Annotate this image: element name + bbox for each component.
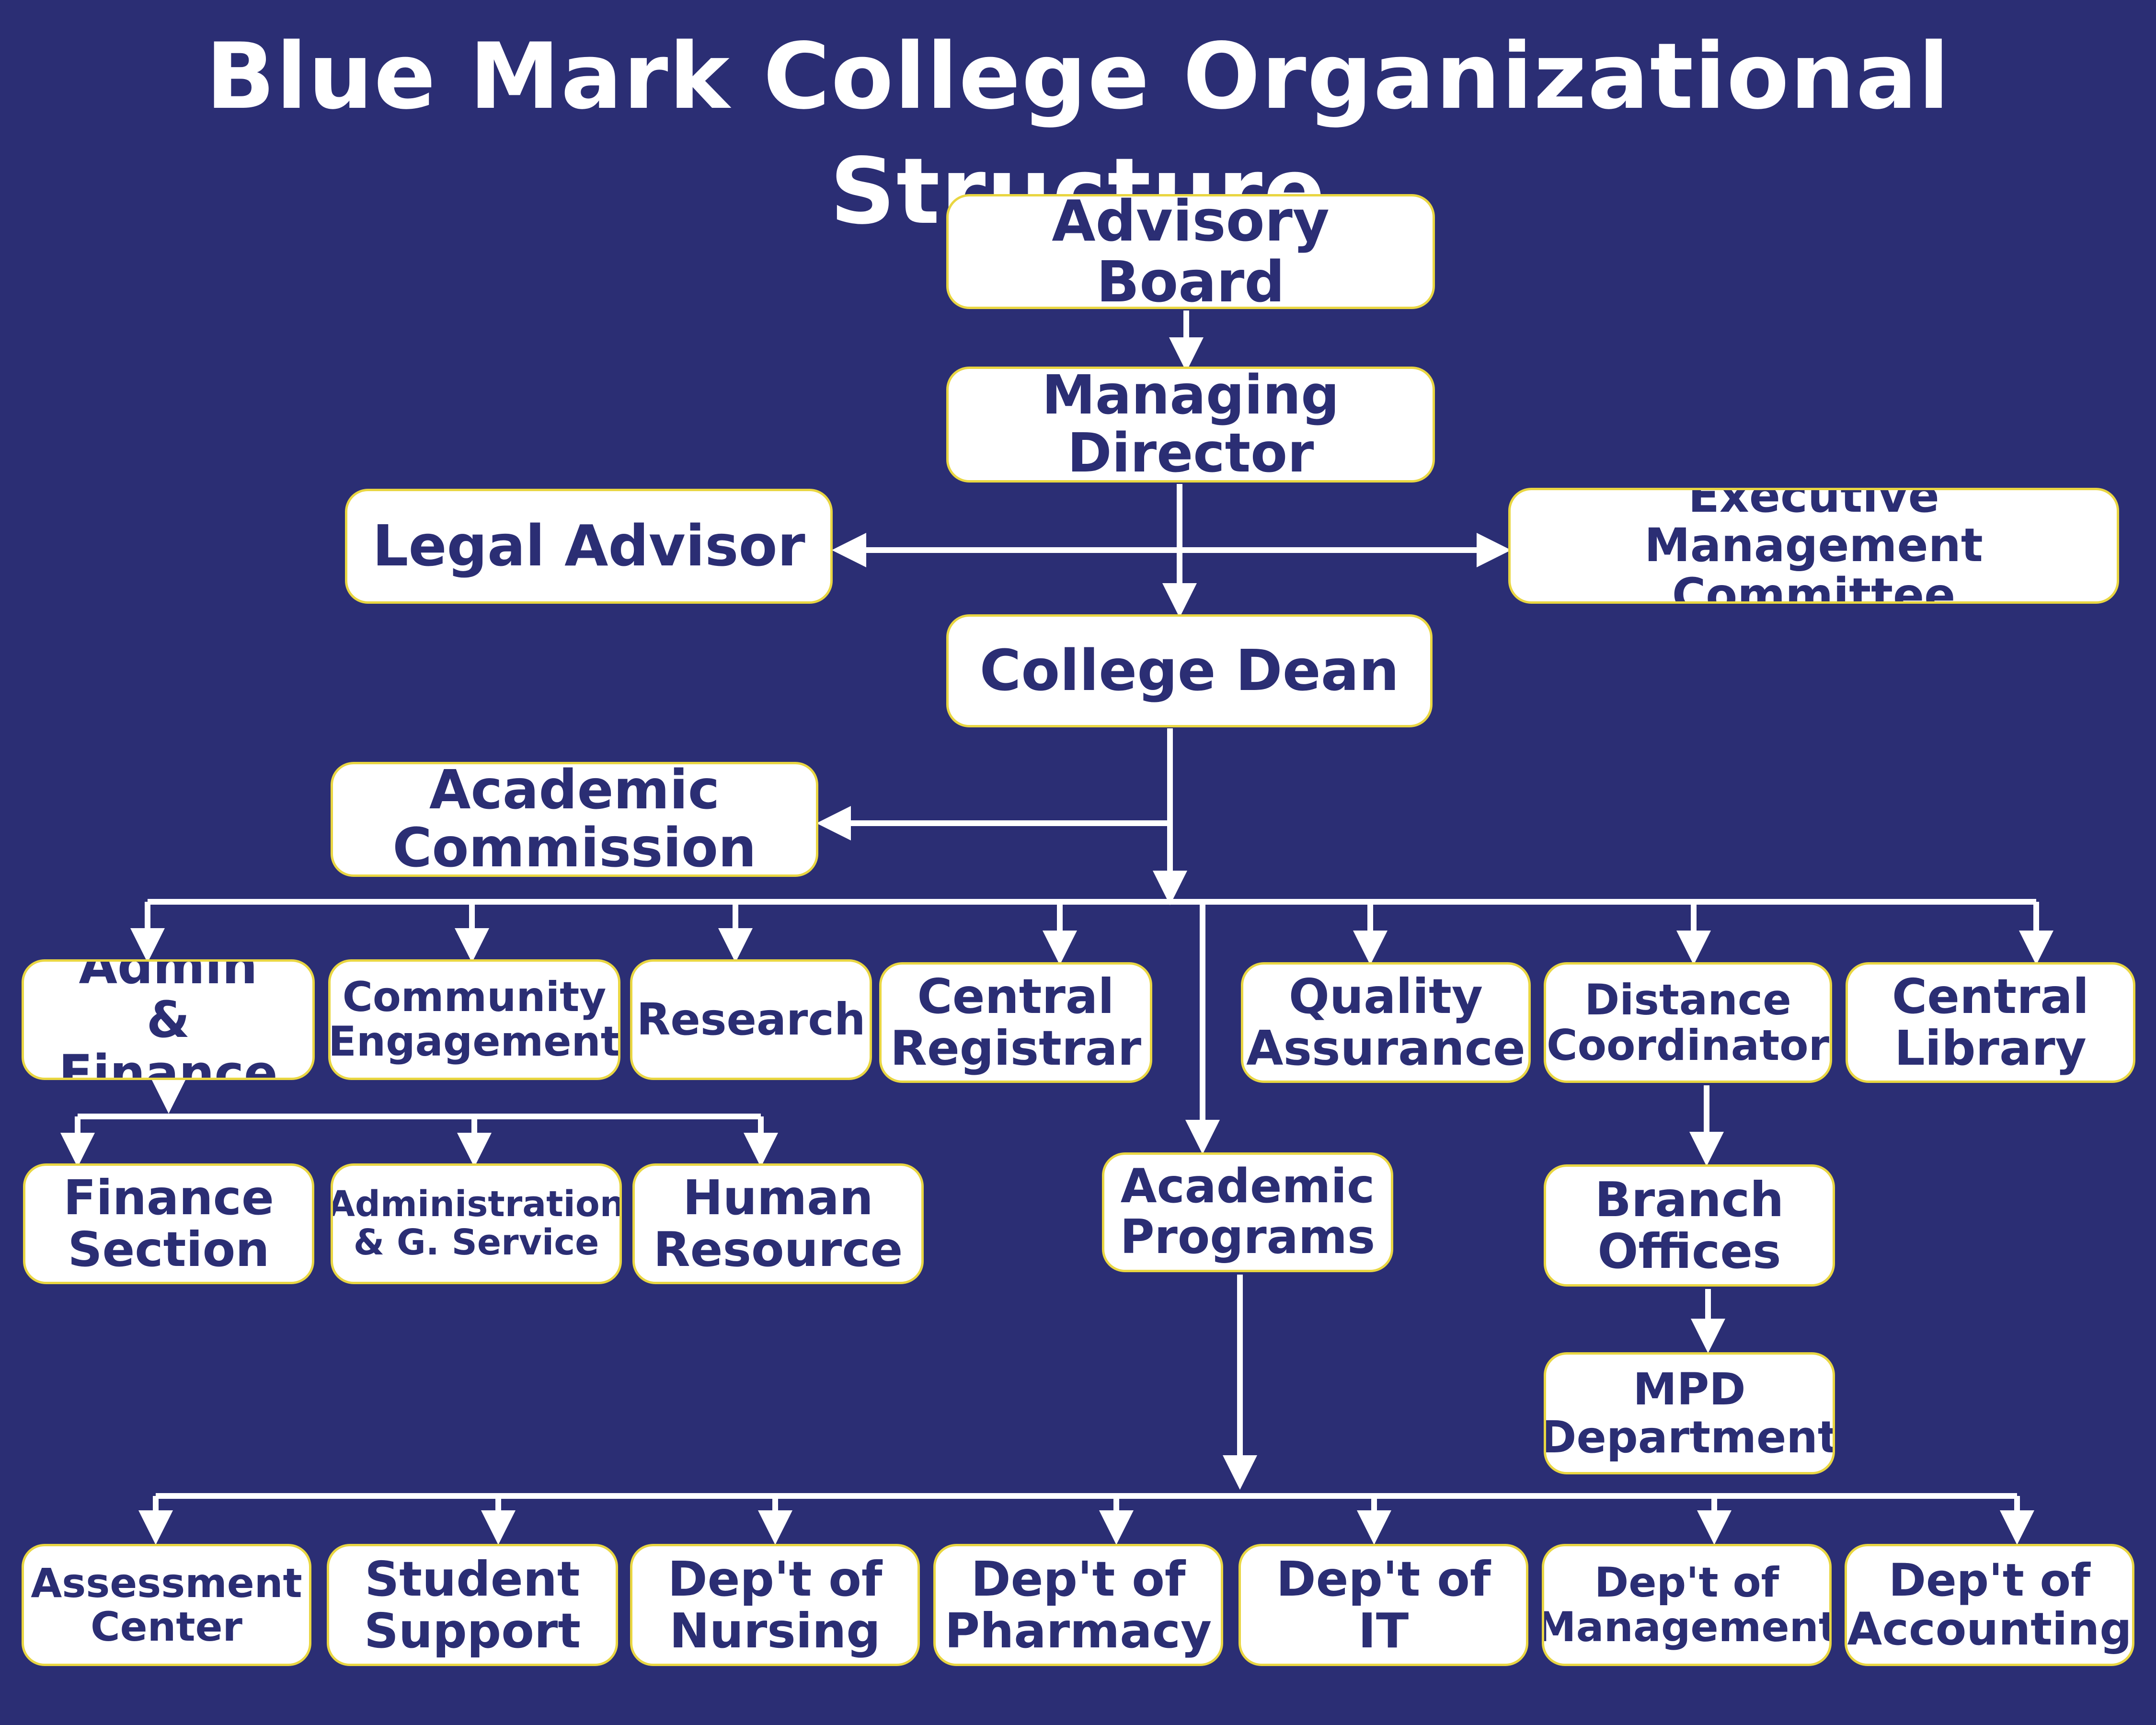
node-label: Distance Coordinator: [1547, 975, 1830, 1070]
node-label: Academic Programs: [1120, 1159, 1376, 1265]
node-label: Central Library: [1892, 968, 2089, 1076]
node-advisory-board: Advisory Board: [946, 194, 1435, 309]
node-label: Legal Advisor: [372, 513, 805, 579]
node-label: Dep't of Pharmacy: [944, 1551, 1212, 1659]
node-quality-assurance: Quality Assurance: [1241, 962, 1531, 1083]
node-label: Managing Director: [1042, 367, 1340, 483]
node-dept-accounting: Dep't of Accounting: [1845, 1544, 2134, 1666]
node-label: Academic Commission: [392, 762, 757, 877]
node-student-support: Student Support: [327, 1544, 618, 1666]
node-label: Student Support: [364, 1551, 581, 1659]
node-label: College Dean: [979, 637, 1399, 704]
node-academic-programs: Academic Programs: [1102, 1152, 1393, 1272]
node-label: Central Registrar: [890, 968, 1142, 1076]
node-label: Administration & G. Service: [331, 1184, 622, 1263]
node-branch-offices: Branch Offices: [1544, 1164, 1835, 1287]
node-community-engagement: Community Engagement: [328, 959, 620, 1080]
node-managing-director: Managing Director: [946, 367, 1435, 483]
node-label: Assessment Center: [31, 1559, 302, 1650]
node-central-library: Central Library: [1846, 962, 2135, 1083]
node-executive-management: Executive Management Committee: [1508, 488, 2119, 604]
node-label: Research: [636, 994, 866, 1046]
node-dept-pharmacy: Dep't of Pharmacy: [933, 1544, 1223, 1666]
node-legal-advisor: Legal Advisor: [345, 489, 833, 604]
node-dept-nursing: Dep't of Nursing: [630, 1544, 920, 1666]
node-label: Dep't of Accounting: [1847, 1554, 2132, 1656]
node-college-dean: College Dean: [946, 614, 1433, 727]
node-assessment-center: Assessment Center: [22, 1544, 311, 1666]
node-label: Dep't of Management: [1542, 1558, 1832, 1651]
node-label: Dep't of IT: [1276, 1551, 1491, 1659]
node-mpd-department: MPD Department: [1544, 1352, 1835, 1474]
node-label: Dep't of Nursing: [667, 1551, 883, 1659]
node-human-resource: Human Resource: [632, 1163, 924, 1284]
node-label: Quality Assurance: [1246, 968, 1525, 1076]
node-dept-it: Dep't of IT: [1239, 1544, 1528, 1666]
node-central-registrar: Central Registrar: [879, 962, 1152, 1083]
node-research: Research: [630, 959, 872, 1080]
node-label: Executive Management Committee: [1644, 488, 1983, 604]
node-label: Human Resource: [653, 1170, 903, 1277]
node-label: MPD Department: [1544, 1364, 1835, 1463]
chart-title: Blue Mark College Organizational Structu…: [206, 23, 1950, 244]
node-label: Branch Offices: [1594, 1171, 1784, 1279]
node-finance-section: Finance Section: [23, 1163, 314, 1284]
node-label: Finance Section: [63, 1170, 274, 1277]
node-label: Admin & Finance: [58, 959, 278, 1080]
node-label: Community Engagement: [328, 973, 620, 1066]
node-academic-commission: Academic Commission: [331, 762, 818, 877]
node-label: Advisory Board: [1052, 194, 1330, 309]
node-distance-coordinator: Distance Coordinator: [1544, 962, 1832, 1083]
node-administration-gservice: Administration & G. Service: [331, 1163, 622, 1284]
node-admin-finance: Admin & Finance: [22, 959, 315, 1080]
node-dept-management: Dep't of Management: [1542, 1544, 1832, 1666]
